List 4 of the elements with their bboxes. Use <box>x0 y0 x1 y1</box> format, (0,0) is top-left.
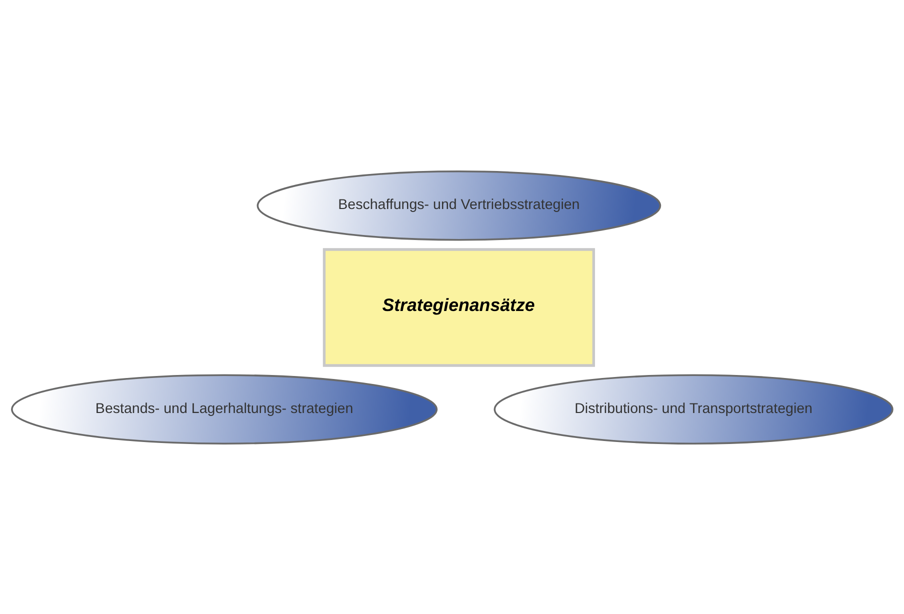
node-ellipse: Beschaffungs- und Vertriebsstrategien <box>256 170 662 240</box>
node-ellipse: Distributions- und Transportstrategien <box>494 374 894 444</box>
node-box: Strategienansätze <box>322 248 595 366</box>
node-ellipse: Bestands- und Lagerhaltungs- strategien <box>11 374 438 444</box>
